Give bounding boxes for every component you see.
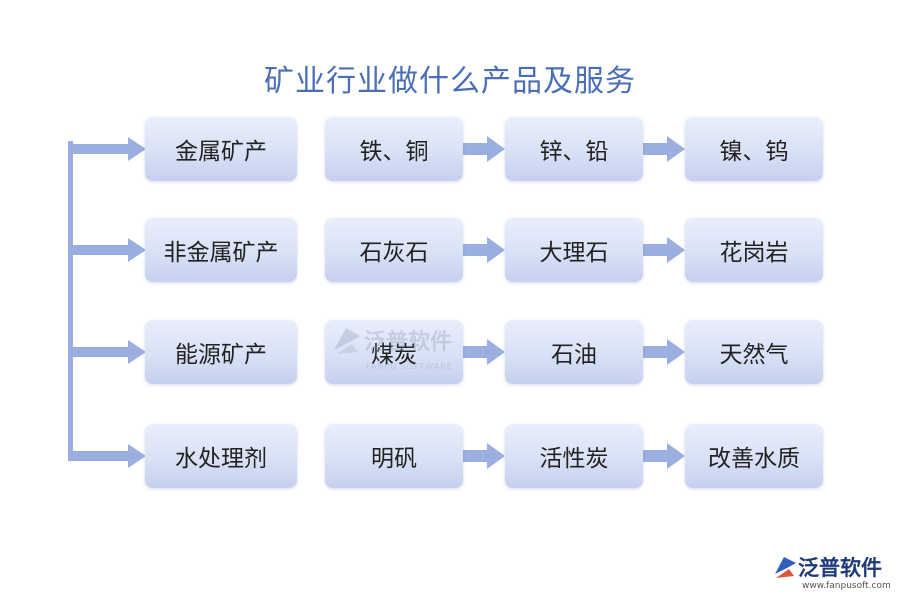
item-box: 石灰石 bbox=[325, 218, 463, 282]
brand-name: 泛普软件 bbox=[798, 556, 882, 580]
item-box: 煤炭 bbox=[325, 320, 463, 384]
item-box: 天然气 bbox=[685, 320, 823, 384]
row4-arrow-1 bbox=[463, 443, 505, 469]
item-box: 石油 bbox=[505, 320, 643, 384]
branch-arrow-2 bbox=[68, 238, 146, 262]
brand-url: www.fanpusoft.com bbox=[802, 581, 891, 591]
trunk-line bbox=[68, 141, 73, 461]
item-box: 镍、钨 bbox=[685, 117, 823, 181]
row2-arrow-2 bbox=[643, 237, 685, 263]
item-box: 活性炭 bbox=[505, 424, 643, 488]
item-box: 明矾 bbox=[325, 424, 463, 488]
item-box: 花岗岩 bbox=[685, 218, 823, 282]
item-box: 铁、铜 bbox=[325, 117, 463, 181]
brand-logo-icon bbox=[775, 557, 796, 578]
branch-arrow-1 bbox=[68, 137, 146, 161]
item-box: 大理石 bbox=[505, 218, 643, 282]
row2-arrow-1 bbox=[463, 237, 505, 263]
category-box-nonmetal: 非金属矿产 bbox=[145, 218, 297, 282]
diagram-title: 矿业行业做什么产品及服务 bbox=[264, 64, 636, 99]
item-box: 改善水质 bbox=[685, 424, 823, 488]
row1-arrow-1 bbox=[463, 136, 505, 162]
category-box-energy: 能源矿产 bbox=[145, 320, 297, 384]
item-box: 锌、铅 bbox=[505, 117, 643, 181]
row1-arrow-2 bbox=[643, 136, 685, 162]
row3-arrow-2 bbox=[643, 339, 685, 365]
row3-arrow-1 bbox=[463, 339, 505, 365]
category-box-metal: 金属矿产 bbox=[145, 117, 297, 181]
branch-arrow-4 bbox=[68, 444, 146, 468]
category-box-water-treatment: 水处理剂 bbox=[145, 424, 297, 488]
row4-arrow-2 bbox=[643, 443, 685, 469]
brand-logo: 泛普软件 www.fanpusoft.com bbox=[772, 552, 894, 594]
branch-arrow-3 bbox=[68, 340, 146, 364]
